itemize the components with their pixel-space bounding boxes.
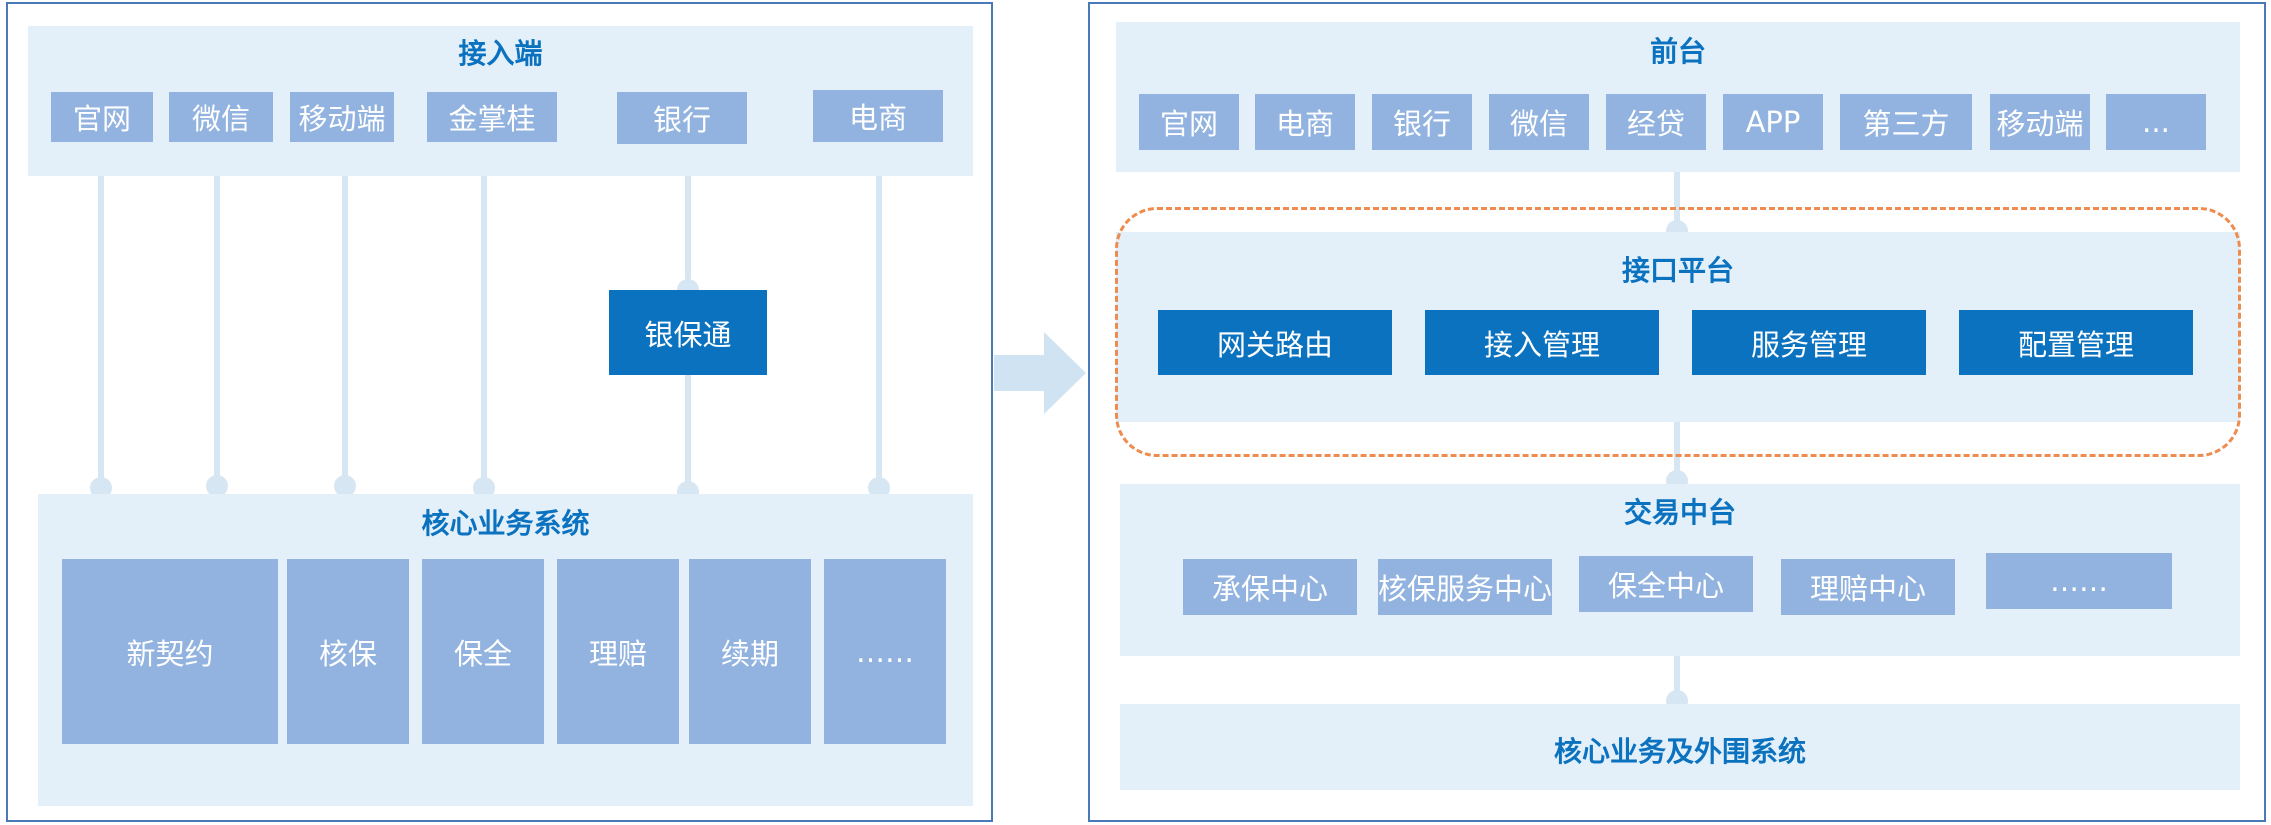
trade-platform-title: 交易中台 (1623, 496, 1736, 529)
access-layer-title: 接入端 (458, 37, 543, 70)
core-peripheral-title: 核心业务及外围系统 (1553, 735, 1806, 768)
channel-box: 官网 (51, 92, 153, 142)
channel-box: 微信 (169, 92, 273, 142)
trade-module-box: …… (1986, 553, 2172, 609)
trade-module-box: 核保服务中心 (1378, 559, 1552, 615)
interface-module-box: 配置管理 (1959, 310, 2193, 375)
channel-box: 电商 (813, 90, 943, 142)
front-channel-box: 移动端 (1990, 94, 2090, 150)
trade-module-box: 承保中心 (1183, 559, 1357, 615)
connector-dot (473, 477, 495, 499)
middleware-box: 银保通 (609, 290, 767, 375)
interface-module-box: 接入管理 (1425, 310, 1659, 375)
connector-line (342, 176, 348, 486)
front-channel-box: APP (1723, 94, 1823, 150)
connector-dot (868, 477, 890, 499)
interface-module-box: 服务管理 (1692, 310, 1926, 375)
front-channel-box: 银行 (1372, 94, 1472, 150)
front-channel-box: 第三方 (1840, 94, 1972, 150)
channel-box: 银行 (617, 92, 747, 144)
front-channel-box: 微信 (1489, 94, 1589, 150)
connector-line (685, 176, 691, 292)
connector-line (481, 176, 487, 488)
channel-box: 金掌桂 (427, 92, 557, 142)
core-module-box: 理赔 (557, 559, 679, 744)
front-channel-box: ... (2106, 94, 2206, 150)
connector-line (1674, 656, 1680, 704)
interface-platform-title: 接口平台 (1621, 254, 1734, 287)
connector-line (1674, 172, 1680, 232)
core-module-box: …… (824, 559, 946, 744)
core-module-box: 新契约 (62, 559, 278, 744)
connector-line (1674, 422, 1680, 484)
core-module-box: 保全 (422, 559, 544, 744)
connector-line (214, 176, 220, 486)
front-layer-title: 前台 (1649, 35, 1706, 68)
connector-line (685, 372, 691, 492)
connector-dot (334, 475, 356, 497)
front-channel-box: 经贷 (1606, 94, 1706, 150)
front-channel-box: 官网 (1139, 94, 1239, 150)
connector-dot (206, 475, 228, 497)
interface-module-box: 网关路由 (1158, 310, 1392, 375)
interface-platform-dashed-outline (1115, 207, 2241, 457)
core-module-box: 核保 (287, 559, 409, 744)
channel-box: 移动端 (290, 92, 394, 142)
trade-module-box: 保全中心 (1579, 556, 1753, 612)
core-module-box: 续期 (689, 559, 811, 744)
front-channel-box: 电商 (1255, 94, 1355, 150)
trade-module-box: 理赔中心 (1781, 559, 1955, 615)
core-peripheral-band (1120, 704, 2240, 790)
arrow-right-icon (994, 332, 1086, 414)
connector-line (98, 176, 104, 488)
core-system-title: 核心业务系统 (421, 507, 590, 540)
connector-dot (90, 477, 112, 499)
connector-line (876, 176, 882, 488)
